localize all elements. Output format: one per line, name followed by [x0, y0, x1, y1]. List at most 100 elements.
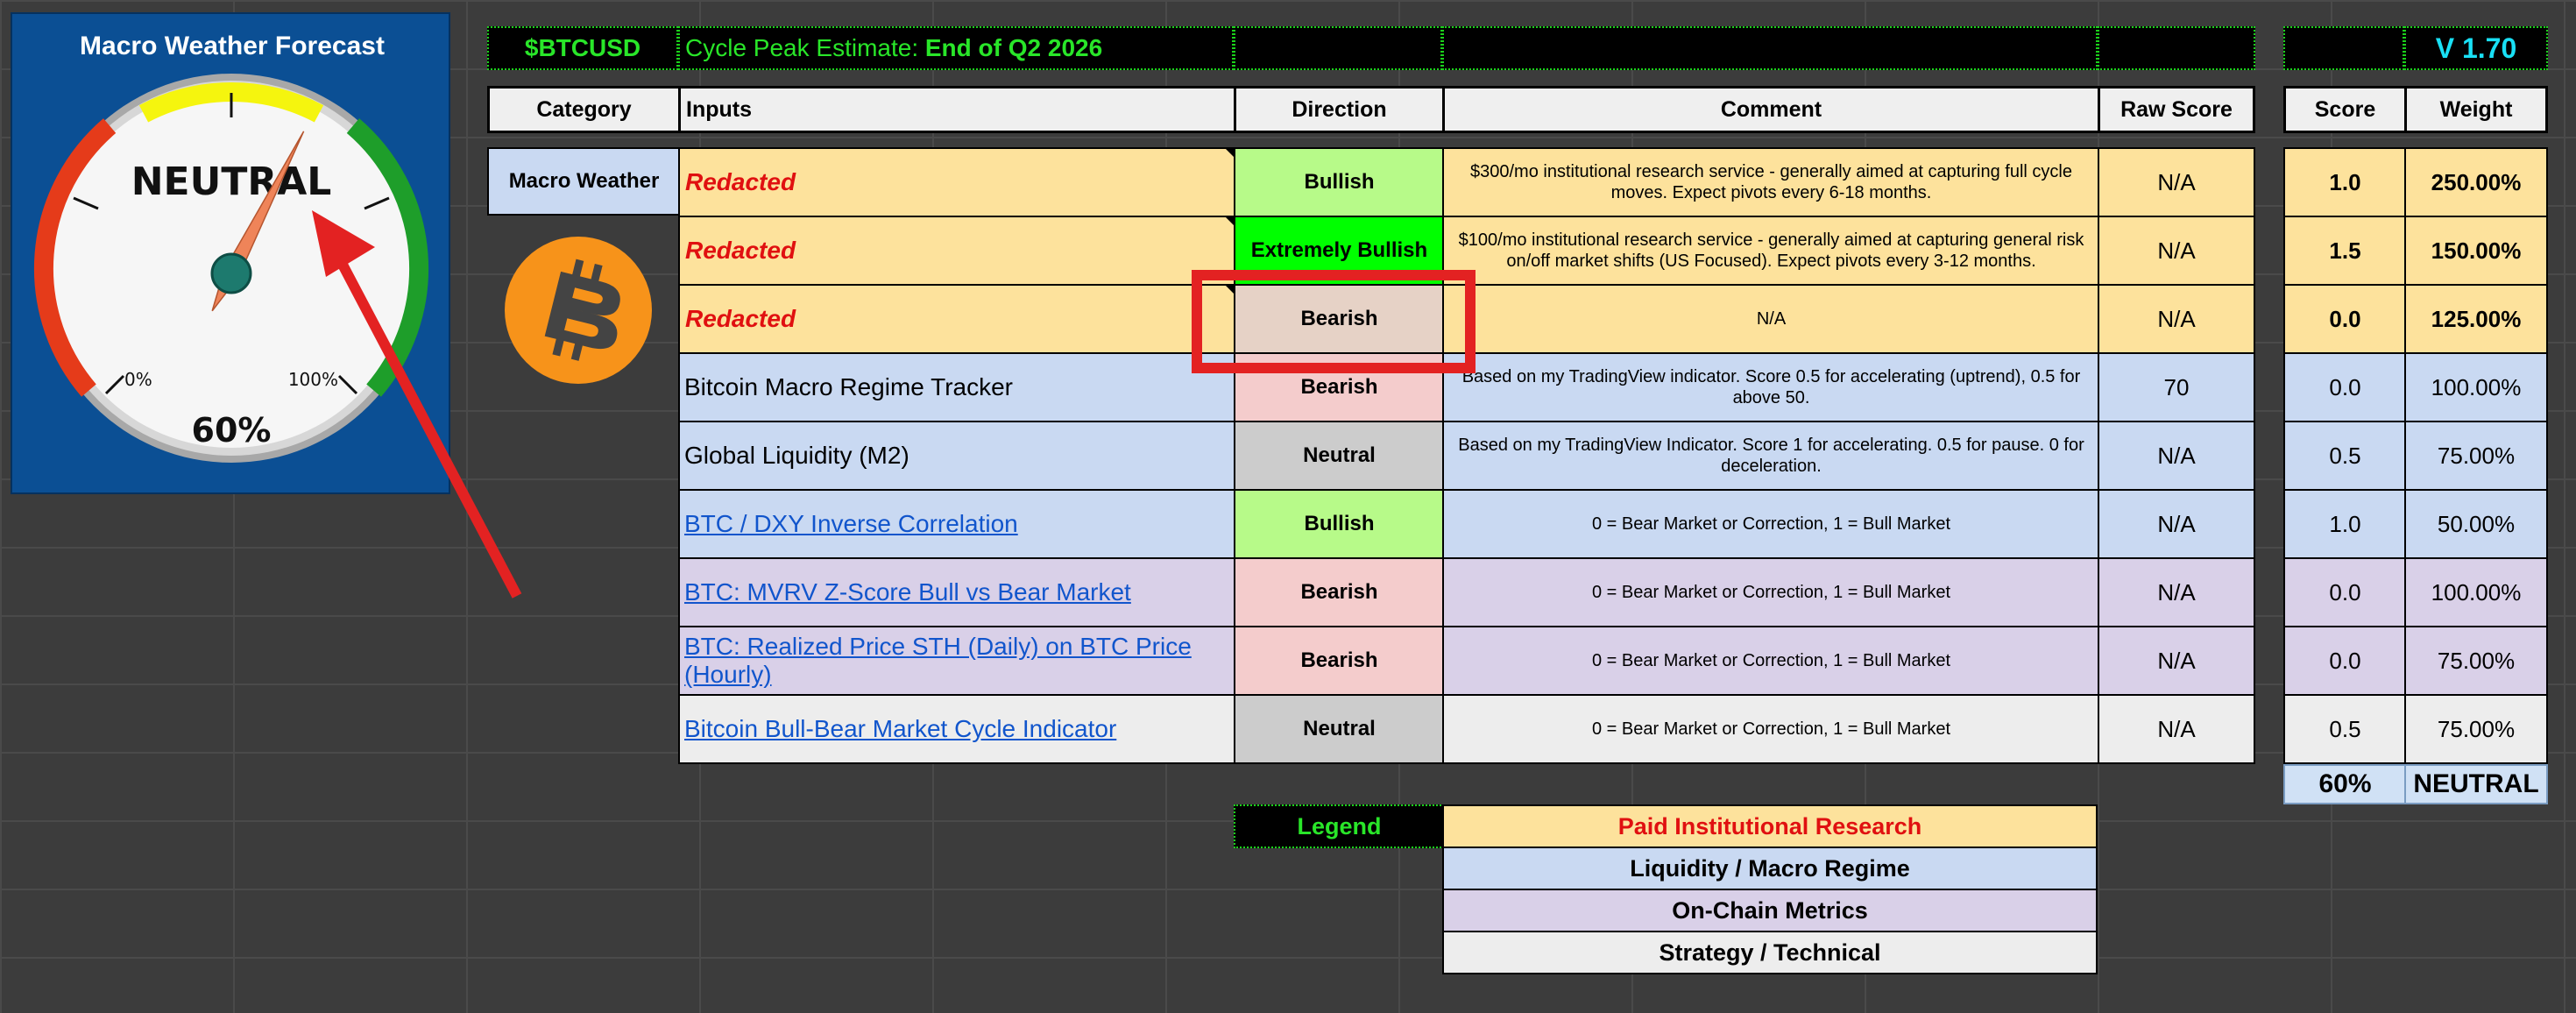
comment-cell[interactable]: 0 = Bear Market or Correction, 1 = Bull … [1442, 626, 2100, 696]
input-cell[interactable]: BTC: Realized Price STH (Daily) on BTC P… [678, 626, 1236, 696]
gauge-status-label: NEUTRAL [131, 159, 332, 204]
score-cell[interactable]: 0.0 [2283, 352, 2407, 422]
weight-cell[interactable]: 100.00% [2404, 352, 2548, 422]
input-text: Redacted [685, 168, 796, 195]
ticker-cell[interactable]: $BTCUSD [487, 26, 678, 70]
score-cell[interactable]: 0.5 [2283, 694, 2407, 764]
gauge-title: Macro Weather Forecast [80, 32, 385, 60]
input-cell[interactable]: Global Liquidity (M2) [678, 421, 1236, 491]
input-cell[interactable]: Bitcoin Macro Regime Tracker [678, 352, 1236, 422]
header-empty-cell-1[interactable] [1234, 26, 1442, 70]
score-cell[interactable]: 0.0 [2283, 284, 2407, 354]
total-score-cell[interactable]: 60% [2283, 764, 2407, 804]
gauge-red-arc [33, 118, 117, 397]
direction-cell[interactable]: Extremely Bullish [1234, 216, 1445, 286]
input-cell[interactable]: BTC / DXY Inverse Correlation [678, 489, 1236, 559]
legend-title[interactable]: Legend [1234, 804, 1445, 848]
direction-cell[interactable]: Bearish [1234, 557, 1445, 627]
raw-score-cell[interactable]: N/A [2098, 147, 2255, 217]
raw-score-cell[interactable]: N/A [2098, 694, 2255, 764]
header-empty-cell-4[interactable] [2283, 26, 2404, 70]
comment-cell[interactable]: 0 = Bear Market or Correction, 1 = Bull … [1442, 557, 2100, 627]
score-cell[interactable]: 0.0 [2283, 557, 2407, 627]
total-rating-cell[interactable]: NEUTRAL [2404, 764, 2548, 804]
col-header-inputs[interactable]: Inputs [678, 86, 1236, 133]
weight-cell[interactable]: 75.00% [2404, 626, 2548, 696]
raw-score-cell[interactable]: N/A [2098, 216, 2255, 286]
direction-cell[interactable]: Bearish [1234, 284, 1445, 354]
raw-score-cell[interactable]: 70 [2098, 352, 2255, 422]
gauge-tick-min [104, 374, 125, 395]
input-cell[interactable]: Redacted [678, 147, 1236, 217]
input-link[interactable]: BTC: MVRV Z-Score Bull vs Bear Market [684, 578, 1131, 606]
input-link[interactable]: Bitcoin Bull-Bear Market Cycle Indicator [684, 715, 1117, 742]
comment-cell[interactable]: Based on my TradingView Indicator. Score… [1442, 421, 2100, 491]
gauge-hub [210, 252, 252, 294]
cycle-peak-prefix: Cycle Peak Estimate: [685, 34, 925, 61]
direction-cell[interactable]: Bearish [1234, 626, 1445, 696]
input-link[interactable]: BTC: Realized Price STH (Daily) on BTC P… [684, 633, 1192, 688]
gauge-value-label: 60% [192, 411, 272, 450]
score-cell[interactable]: 1.0 [2283, 489, 2407, 559]
direction-cell[interactable]: Bullish [1234, 489, 1445, 559]
gauge-tick-right [364, 196, 390, 210]
raw-score-cell[interactable]: N/A [2098, 284, 2255, 354]
score-cell[interactable]: 1.0 [2283, 147, 2407, 217]
raw-score-cell[interactable]: N/A [2098, 489, 2255, 559]
legend-item-strategy[interactable]: Strategy / Technical [1442, 931, 2098, 974]
comment-cell[interactable]: $300/mo institutional research service -… [1442, 147, 2100, 217]
header-empty-cell-2[interactable] [1442, 26, 2098, 70]
input-cell[interactable]: Redacted [678, 284, 1236, 354]
input-cell[interactable]: BTC: MVRV Z-Score Bull vs Bear Market [678, 557, 1236, 627]
col-header-score[interactable]: Score [2283, 86, 2407, 133]
comment-cell[interactable]: 0 = Bear Market or Correction, 1 = Bull … [1442, 694, 2100, 764]
input-link[interactable]: BTC / DXY Inverse Correlation [684, 510, 1018, 537]
raw-score-cell[interactable]: N/A [2098, 421, 2255, 491]
weight-cell[interactable]: 250.00% [2404, 147, 2548, 217]
direction-cell[interactable]: Neutral [1234, 694, 1445, 764]
version-cell[interactable]: V 1.70 [2404, 26, 2548, 70]
input-cell[interactable]: Bitcoin Bull-Bear Market Cycle Indicator [678, 694, 1236, 764]
gauge-min-label: 0% [124, 369, 152, 390]
cycle-peak-cell[interactable]: Cycle Peak Estimate: End of Q2 2026 [678, 26, 1234, 70]
comment-cell[interactable]: N/A [1442, 284, 2100, 354]
bitcoin-logo [505, 237, 652, 384]
gauge-panel: Macro Weather Forecast NEUTRAL 0% 100% 6… [11, 12, 450, 494]
weight-cell[interactable]: 150.00% [2404, 216, 2548, 286]
weight-cell[interactable]: 125.00% [2404, 284, 2548, 354]
score-cell[interactable]: 0.5 [2283, 421, 2407, 491]
input-text: Redacted [685, 237, 796, 264]
score-cell[interactable]: 1.5 [2283, 216, 2407, 286]
legend-item-paid-research[interactable]: Paid Institutional Research [1442, 804, 2098, 848]
col-header-weight[interactable]: Weight [2404, 86, 2548, 133]
category-macro-weather[interactable]: Macro Weather [487, 147, 681, 216]
direction-cell[interactable]: Neutral [1234, 421, 1445, 491]
weight-cell[interactable]: 50.00% [2404, 489, 2548, 559]
col-header-comment[interactable]: Comment [1442, 86, 2100, 133]
header-empty-cell-3[interactable] [2098, 26, 2255, 70]
gauge-yellow-arc [138, 82, 324, 123]
gauge-tick-left [73, 196, 99, 210]
comment-cell[interactable]: $100/mo institutional research service -… [1442, 216, 2100, 286]
gauge-max-label: 100% [288, 369, 338, 390]
legend-item-onchain[interactable]: On-Chain Metrics [1442, 889, 2098, 932]
gauge-chart: NEUTRAL 0% 100% 60% [33, 74, 429, 463]
score-cell[interactable]: 0.0 [2283, 626, 2407, 696]
cycle-peak-value: End of Q2 2026 [924, 34, 1103, 61]
col-header-category[interactable]: Category [487, 86, 681, 133]
raw-score-cell[interactable]: N/A [2098, 626, 2255, 696]
version-label: V 1.70 [2435, 32, 2517, 64]
direction-cell[interactable]: Bearish [1234, 352, 1445, 422]
comment-cell[interactable]: Based on my TradingView indicator. Score… [1442, 352, 2100, 422]
comment-cell[interactable]: 0 = Bear Market or Correction, 1 = Bull … [1442, 489, 2100, 559]
weight-cell[interactable]: 100.00% [2404, 557, 2548, 627]
input-text: Redacted [685, 305, 796, 332]
col-header-direction[interactable]: Direction [1234, 86, 1445, 133]
col-header-raw-score[interactable]: Raw Score [2098, 86, 2255, 133]
direction-cell[interactable]: Bullish [1234, 147, 1445, 217]
raw-score-cell[interactable]: N/A [2098, 557, 2255, 627]
input-cell[interactable]: Redacted [678, 216, 1236, 286]
weight-cell[interactable]: 75.00% [2404, 421, 2548, 491]
legend-item-liquidity[interactable]: Liquidity / Macro Regime [1442, 847, 2098, 890]
weight-cell[interactable]: 75.00% [2404, 694, 2548, 764]
